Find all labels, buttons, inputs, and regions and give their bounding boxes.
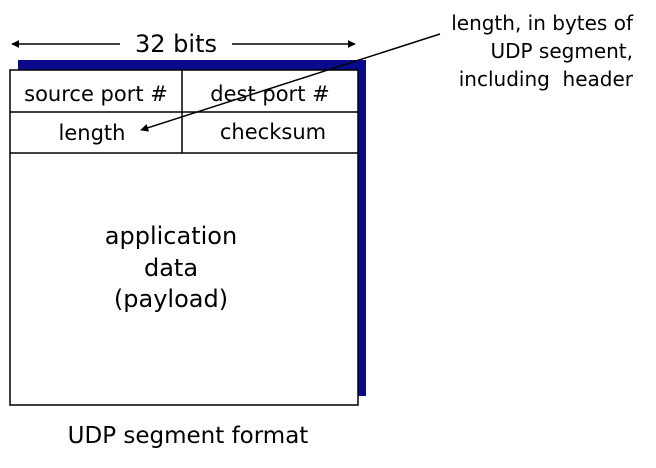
diagram-caption: UDP segment format: [68, 423, 309, 449]
payload-line-1: application: [105, 222, 237, 250]
field-checksum: checksum: [220, 120, 326, 144]
payload-line-3: (payload): [114, 285, 228, 313]
annotation-line-2: UDP segment,: [490, 39, 633, 63]
field-source-port: source port #: [24, 82, 168, 106]
annotation-arrow: [140, 33, 441, 132]
segment-box: [9, 69, 359, 406]
width-label: 32 bits: [135, 30, 217, 58]
field-length: length: [59, 121, 126, 145]
annotation-line-3: including header: [459, 67, 634, 91]
payload-line-2: data: [144, 254, 198, 282]
annotation-line-1: length, in bytes of: [451, 11, 634, 35]
